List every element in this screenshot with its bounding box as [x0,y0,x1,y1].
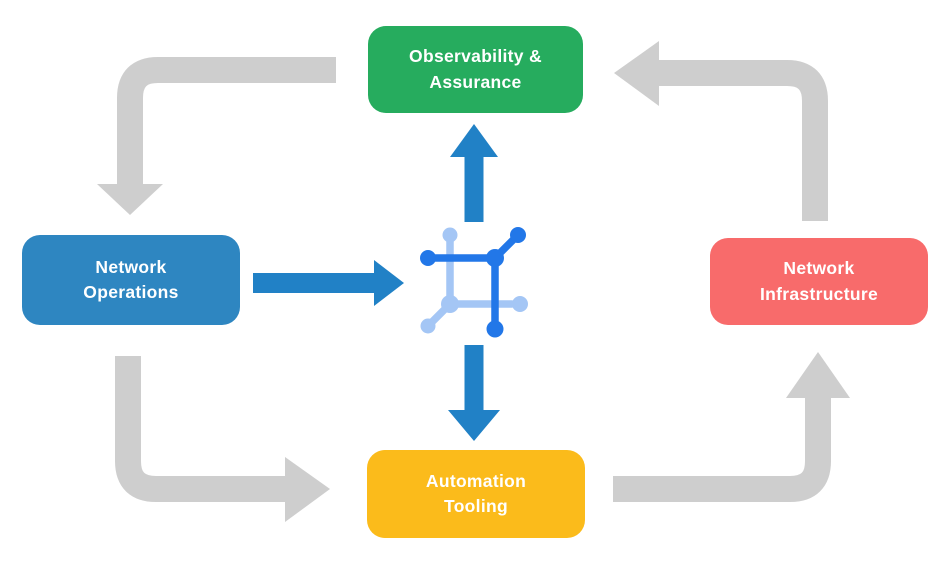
arrow-infrastructure-to-observability [614,41,828,221]
node-network-operations: Network Operations [22,235,240,325]
node-observability-assurance: Observability & Assurance [368,26,583,113]
node-automation-tooling: Automation Tooling [367,450,585,538]
arrow-observability-to-operations [97,57,336,215]
node-network-infrastructure: Network Infrastructure [710,238,928,325]
arrow-operations-to-tooling [115,356,330,522]
arrow-center-to-observability [450,124,498,222]
arrow-tooling-to-infrastructure [613,352,850,502]
network-fabric-icon [420,227,528,338]
arrow-center-to-tooling [448,345,500,441]
arrow-operations-to-center [253,260,404,306]
